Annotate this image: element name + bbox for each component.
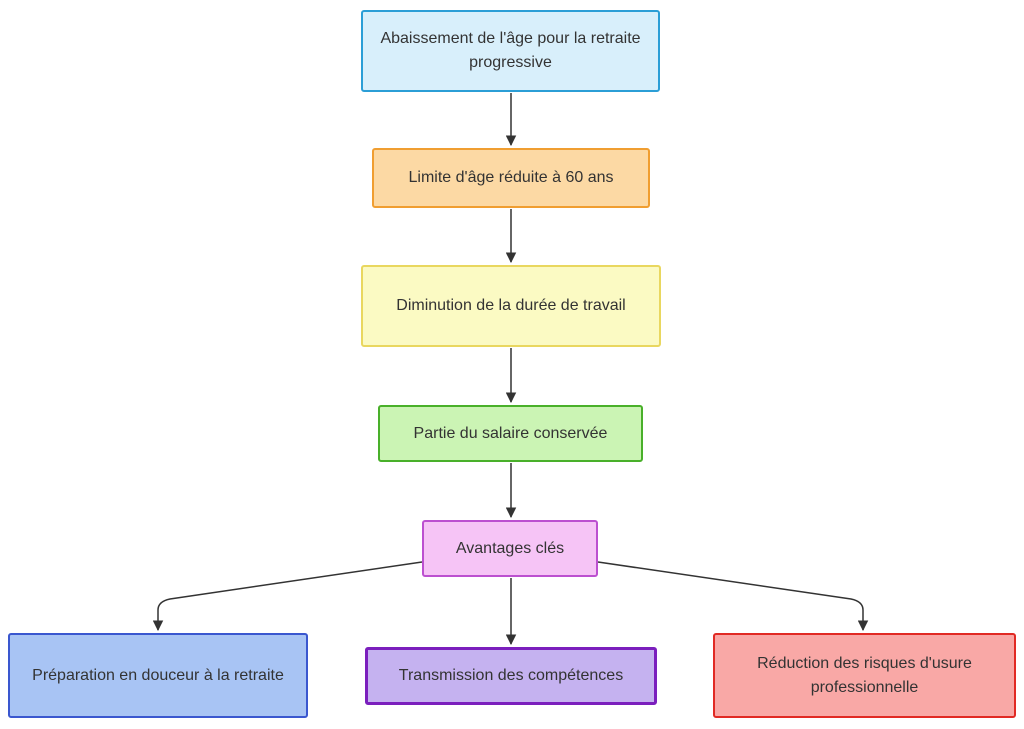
node-label: Réduction des risques d'usure profession… xyxy=(757,654,972,696)
node-label: Avantages clés xyxy=(455,539,565,557)
node-reduction-risques: Réduction des risques d'usure profession… xyxy=(713,633,1016,718)
node-label: Transmission des compétences xyxy=(398,667,624,684)
node-diminution-duree: Diminution de la durée de travail xyxy=(361,265,661,347)
edge-avantages-to-reduction xyxy=(597,561,869,632)
node-avantages-cles: Avantages clés xyxy=(422,520,598,577)
node-preparation-retraite: Préparation en douceur à la retraite xyxy=(8,633,308,718)
edge-avantages-to-preparation xyxy=(152,561,423,632)
node-limite-age: Limite d'âge réduite à 60 ans xyxy=(372,148,650,208)
node-abaissement-age: Abaissement de l'âge pour la retraite pr… xyxy=(361,10,660,92)
node-label: Diminution de la durée de travail xyxy=(396,297,626,314)
node-label: Préparation en douceur à la retraite xyxy=(32,666,284,684)
node-partie-salaire: Partie du salaire conservée xyxy=(378,405,643,462)
node-transmission-competences: Transmission des compétences xyxy=(365,647,657,705)
node-label: Partie du salaire conservée xyxy=(413,424,608,442)
node-label: Abaissement de l'âge pour la retraite pr… xyxy=(380,30,641,71)
node-label: Limite d'âge réduite à 60 ans xyxy=(408,169,614,186)
